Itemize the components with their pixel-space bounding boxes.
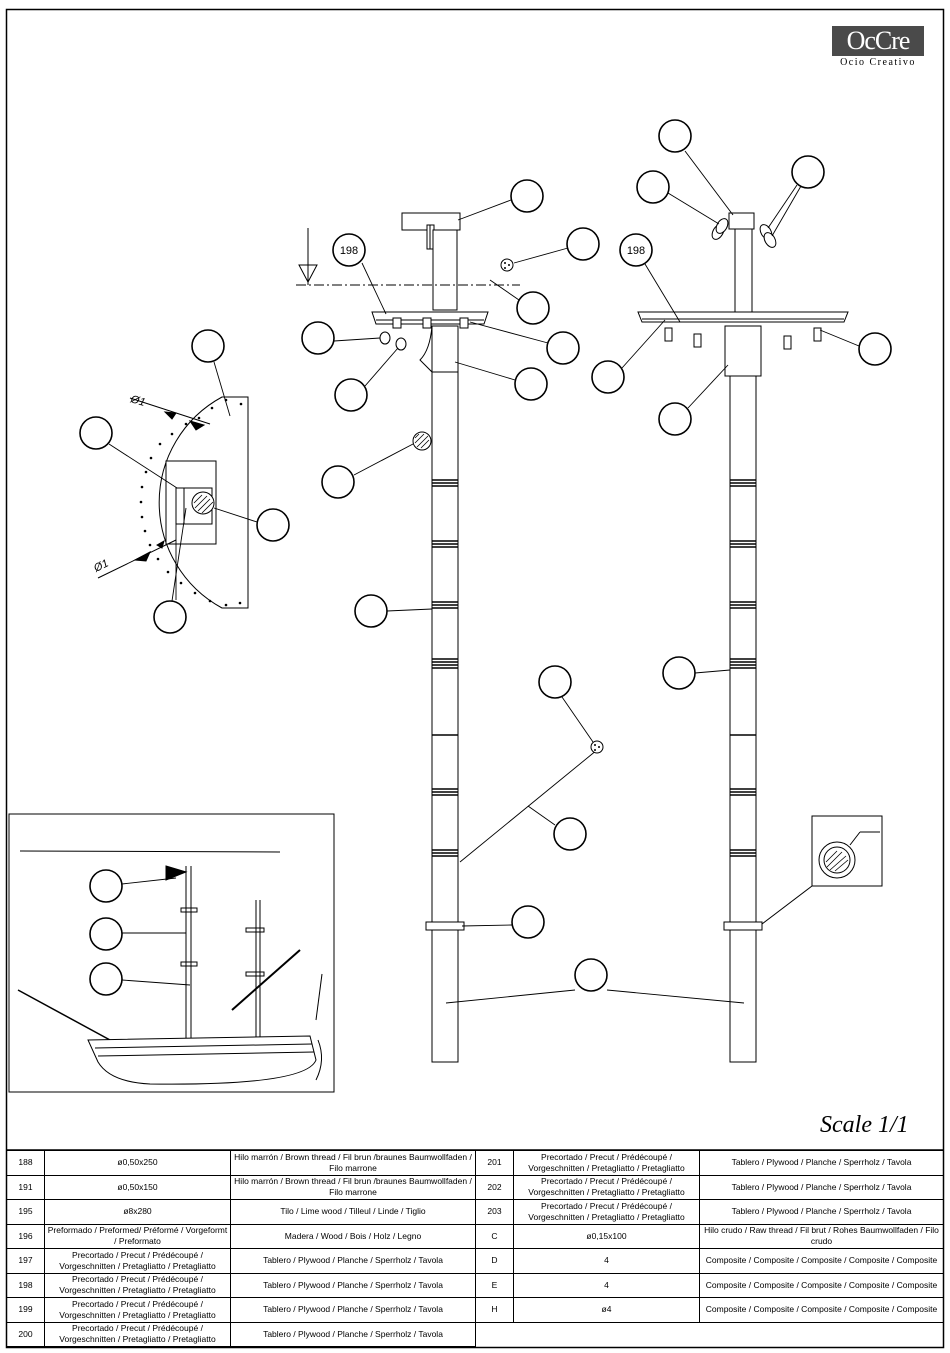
left-mast (296, 212, 520, 1063)
parts-cell-material: Tablero / Plywood / Planche / Sperrholz … (230, 1272, 476, 1298)
parts-cell-ref: C (475, 1223, 514, 1249)
parts-cell-size: Preformado / Preformed/ Préformé / Vorge… (44, 1223, 231, 1249)
parts-cell-ref: 197 (6, 1248, 45, 1274)
parts-cell-ref: E (475, 1272, 514, 1298)
occre-logo: OcCre Ocio Creativo (832, 26, 924, 68)
pin-detail-mid (590, 740, 604, 754)
parts-cell-material: Tablero / Plywood / Planche / Sperrholz … (699, 1199, 944, 1225)
ship-overview (8, 813, 335, 1093)
parts-cell-material: Tablero / Plywood / Planche / Sperrholz … (699, 1150, 944, 1176)
logo-tagline: Ocio Creativo (840, 57, 916, 68)
parts-cell-material: Composite / Composite / Composite / Comp… (699, 1272, 944, 1298)
parts-cell-material: Tablero / Plywood / Planche / Sperrholz … (230, 1297, 476, 1323)
callout-198-right: 198 (627, 245, 645, 257)
parts-cell-ref: 200 (6, 1321, 45, 1347)
parts-cell-size: Precortado / Precut / Prédécoupé / Vorge… (513, 1150, 700, 1176)
sheet-border (5, 8, 945, 1349)
right-mast (637, 212, 883, 1063)
parts-cell-material: Madera / Wood / Bois / Holz / Legno (230, 1223, 476, 1249)
parts-cell-size: Precortado / Precut / Prédécoupé / Vorge… (513, 1199, 700, 1225)
callout-198-left: 198 (340, 245, 358, 257)
leader-lines (108, 150, 860, 1004)
parts-cell-material: Composite / Composite / Composite / Comp… (699, 1297, 944, 1323)
parts-cell-size: Precortado / Precut / Prédécoupé / Vorge… (44, 1248, 231, 1274)
parts-cell-material: Hilo marrón / Brown thread / Fil brun /b… (230, 1174, 476, 1200)
parts-cell-size: Precortado / Precut / Prédécoupé / Vorge… (44, 1272, 231, 1298)
logo-brand: OcCre (832, 26, 924, 56)
parts-cell-material: Composite / Composite / Composite / Comp… (699, 1248, 944, 1274)
callouts (79, 119, 892, 996)
parts-cell-ref: 202 (475, 1174, 514, 1200)
parts-cell-size: 4 (513, 1248, 700, 1274)
parts-cell-ref: 196 (6, 1223, 45, 1249)
parts-cell-ref: 188 (6, 1150, 45, 1176)
parts-cell-material: Tilo / Lime wood / Tilleul / Linde / Tig… (230, 1199, 476, 1225)
pin-detail-top (500, 258, 514, 272)
parts-cell-ref: 198 (6, 1272, 45, 1298)
parts-cell-size: ø4 (513, 1297, 700, 1323)
scale-label: Scale 1/1 (820, 1112, 909, 1138)
parts-cell-ref: 199 (6, 1297, 45, 1323)
parts-cell-size: Precortado / Precut / Prédécoupé / Vorge… (513, 1174, 700, 1200)
parts-cell-material: Hilo marrón / Brown thread / Fil brun /b… (230, 1150, 476, 1176)
parts-cell-size: Precortado / Precut / Prédécoupé / Vorge… (44, 1321, 231, 1347)
parts-cell-ref: D (475, 1248, 514, 1274)
section-detail (97, 396, 249, 609)
parts-cell-ref: H (475, 1297, 514, 1323)
parts-cell-size: ø0,15x100 (513, 1223, 700, 1249)
parts-cell-ref: 191 (6, 1174, 45, 1200)
parts-cell-ref: 195 (6, 1199, 45, 1225)
parts-cell-size: 4 (513, 1272, 700, 1298)
dimension-label-bottom: Ø1 (91, 557, 110, 575)
parts-cell-material: Hilo crudo / Raw thread / Fil brut / Roh… (699, 1223, 944, 1249)
parts-cell-size: ø0,50x250 (44, 1150, 231, 1176)
parts-cell-material: Tablero / Plywood / Planche / Sperrholz … (699, 1174, 944, 1200)
parts-cell-material: Tablero / Plywood / Planche / Sperrholz … (230, 1248, 476, 1274)
parts-cell-size: Precortado / Precut / Prédécoupé / Vorge… (44, 1297, 231, 1323)
parts-cell-ref: 203 (475, 1199, 514, 1225)
parts-cell-material: Tablero / Plywood / Planche / Sperrholz … (230, 1321, 476, 1347)
parts-cell-size: ø0,50x150 (44, 1174, 231, 1200)
parts-cell-size: ø8x280 (44, 1199, 231, 1225)
dimension-label-top: Ø1 (128, 393, 146, 409)
parts-cell-ref: 201 (475, 1150, 514, 1176)
